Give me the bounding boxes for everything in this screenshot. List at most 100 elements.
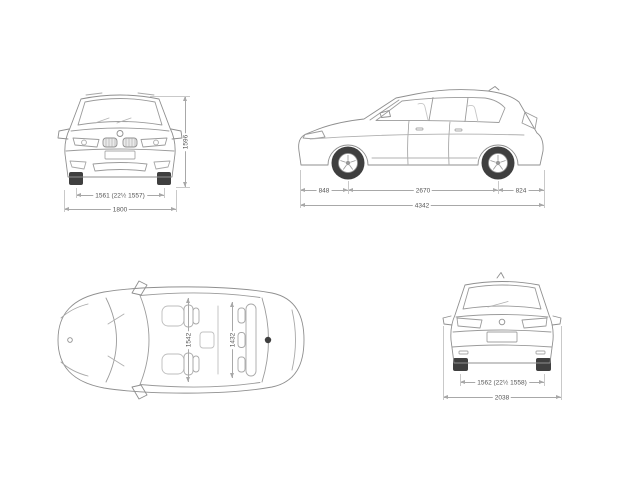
dim-label: 4342 [412,201,432,210]
projector-right [153,139,159,146]
extension-line [176,187,190,188]
car-body-outline [450,281,554,364]
extension-line [348,181,349,194]
car-body-outline [64,94,176,178]
taillight [521,111,538,130]
brand-roundel [67,337,73,343]
rear-wheel-left [453,358,468,371]
dim-rear-track: 1562 (22½ 1558) [460,378,544,387]
projector-left [81,139,87,146]
headlight-arcs [60,303,89,377]
dim-label: 1542 [184,330,193,350]
dim-label: 2038 [492,393,512,402]
roof-edges [139,292,261,388]
dim-label: 848 [316,186,332,195]
side-intakes [69,160,171,170]
door-lines [407,120,451,165]
extension-line [164,188,165,198]
dim-label: 1596 [181,132,190,151]
seat-silhouettes [417,102,479,123]
reflector-right [535,350,546,355]
reflector-left [458,350,469,355]
wipers [94,117,132,124]
windshield-top-arc [139,295,150,385]
extension-line [76,188,77,198]
grille-slats [105,138,136,147]
dim-label: 2670 [413,186,433,195]
dim-top-rear-interior-width: 1432 [228,302,237,378]
extension-line [176,190,177,212]
brand-roundel [498,318,506,326]
car-body-outline [57,286,305,394]
dim-front-width: 1800 [64,205,176,214]
dim-label: 1562 (22½ 1558) [475,378,529,387]
side-mirrors [442,315,562,326]
dim-side-length: 4342 [300,201,544,210]
rear-bench [217,303,257,377]
dim-label: 1800 [110,205,130,214]
kidney-grille-right [122,137,138,148]
headlight [302,130,326,140]
dim-front-height: 1596 [181,96,190,187]
center-console [199,331,215,349]
antenna-fin [496,272,505,279]
door-handle-front [415,127,424,131]
extension-line [460,374,461,386]
brand-roundel [116,130,124,137]
wipers [107,313,125,367]
dim-label: 1432 [228,330,237,350]
front-view-drawing [57,92,183,185]
extension-line [64,190,65,212]
extension-line [150,96,190,97]
extension-line [498,181,499,194]
car-body-outline [298,89,544,166]
rear-wheel-right [536,358,551,371]
rear-wheel [481,146,515,180]
bumper-line [65,148,175,152]
extension-line [544,374,545,386]
bumper-line [451,344,553,348]
extension-line [300,170,301,208]
side-mirrors [131,280,148,400]
front-seat-right [161,352,200,376]
rear-wiper [487,301,509,308]
windshield-line [369,99,400,121]
extension-line [544,170,545,208]
kidney-grille-left [102,137,118,148]
side-mirrors [57,128,183,140]
lower-intake [92,162,148,172]
antenna-fin [488,86,500,91]
front-seat-left [161,304,200,328]
extension-line [561,326,562,400]
extension-line [443,326,444,400]
front-wheel [331,146,365,180]
taillights [456,317,548,329]
dim-top-front-interior-width: 1542 [184,298,193,382]
front-wheel-right [157,172,171,185]
dim-label: 1561 (22½ 1557) [93,191,147,200]
rear-view-drawing [442,272,562,371]
dim-front-track: 1561 (22½ 1557) [76,191,164,200]
tailgate-arc [291,309,296,371]
dim-label: 824 [513,186,529,195]
cowl-arc [105,297,117,383]
dim-side-wheelbase: 2670 [348,186,498,195]
dim-side-front-overhang: 848 [300,186,348,195]
front-wheel-left [69,172,83,185]
rear-window [462,284,542,310]
side-view-drawing [298,86,544,180]
headlights [72,137,168,148]
dim-rear-width: 2038 [443,393,561,402]
roof-rails [85,92,155,96]
door-handle-rear [454,128,463,132]
top-view-drawing [57,280,305,400]
rear-roundel-dot [264,336,272,344]
license-plate [104,150,136,160]
dim-side-rear-overhang: 824 [498,186,544,195]
hood-line [70,127,170,132]
pillars [428,97,469,122]
windshield [77,98,163,126]
side-mirror [379,110,391,118]
character-line [309,133,525,140]
